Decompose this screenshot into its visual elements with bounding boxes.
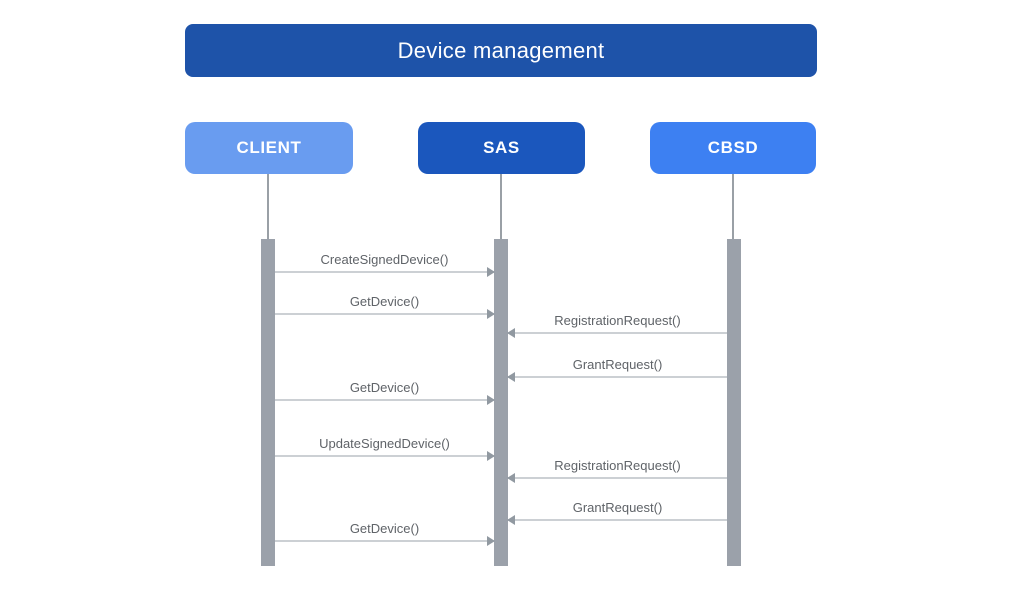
actor-cbsd: CBSD — [650, 122, 816, 174]
message-arrow-line — [508, 376, 727, 378]
arrow-left-icon — [507, 515, 515, 525]
message-arrow-line — [275, 399, 494, 401]
activation-bar-sas — [494, 239, 508, 566]
arrow-right-icon — [487, 536, 495, 546]
message-label: GetDevice() — [349, 380, 420, 395]
message-label: UpdateSignedDevice() — [319, 436, 450, 451]
message-label: RegistrationRequest() — [554, 313, 681, 328]
actor-client-label: CLIENT — [236, 138, 302, 157]
actor-sas-label: SAS — [483, 138, 520, 157]
message-arrow-line — [508, 332, 727, 334]
activation-bar-client — [261, 239, 275, 566]
arrow-right-icon — [487, 395, 495, 405]
message-arrow-line — [508, 519, 727, 521]
message-arrow-line — [275, 540, 494, 542]
message-arrow-line — [275, 271, 494, 273]
message-label: CreateSignedDevice() — [320, 252, 449, 267]
lifeline-sas — [500, 174, 502, 239]
message-label: GrantRequest() — [572, 357, 663, 372]
arrow-right-icon — [487, 267, 495, 277]
message-label: GetDevice() — [349, 294, 420, 309]
diagram-title: Device management — [185, 24, 817, 77]
message-grant-request-2: GrantRequest() — [507, 493, 727, 525]
message-get-device-3: GetDevice() — [275, 514, 495, 546]
message-update-signed-device: UpdateSignedDevice() — [275, 429, 495, 461]
message-label: RegistrationRequest() — [554, 458, 681, 473]
arrow-left-icon — [507, 328, 515, 338]
arrow-left-icon — [507, 372, 515, 382]
arrow-left-icon — [507, 473, 515, 483]
message-grant-request-1: GrantRequest() — [507, 350, 727, 382]
message-registration-request-2: RegistrationRequest() — [507, 451, 727, 483]
message-get-device-2: GetDevice() — [275, 373, 495, 405]
arrow-right-icon — [487, 309, 495, 319]
message-arrow-line — [275, 455, 494, 457]
actor-client: CLIENT — [185, 122, 353, 174]
message-registration-request-1: RegistrationRequest() — [507, 306, 727, 338]
activation-bar-cbsd — [727, 239, 741, 566]
arrow-right-icon — [487, 451, 495, 461]
message-label: GrantRequest() — [572, 500, 663, 515]
message-label: GetDevice() — [349, 521, 420, 536]
message-get-device-1: GetDevice() — [275, 287, 495, 319]
lifeline-client — [267, 174, 269, 239]
lifeline-cbsd — [732, 174, 734, 239]
message-create-signed-device: CreateSignedDevice() — [275, 245, 495, 277]
message-arrow-line — [275, 313, 494, 315]
actor-cbsd-label: CBSD — [707, 138, 759, 157]
actor-sas: SAS — [418, 122, 585, 174]
message-arrow-line — [508, 477, 727, 479]
